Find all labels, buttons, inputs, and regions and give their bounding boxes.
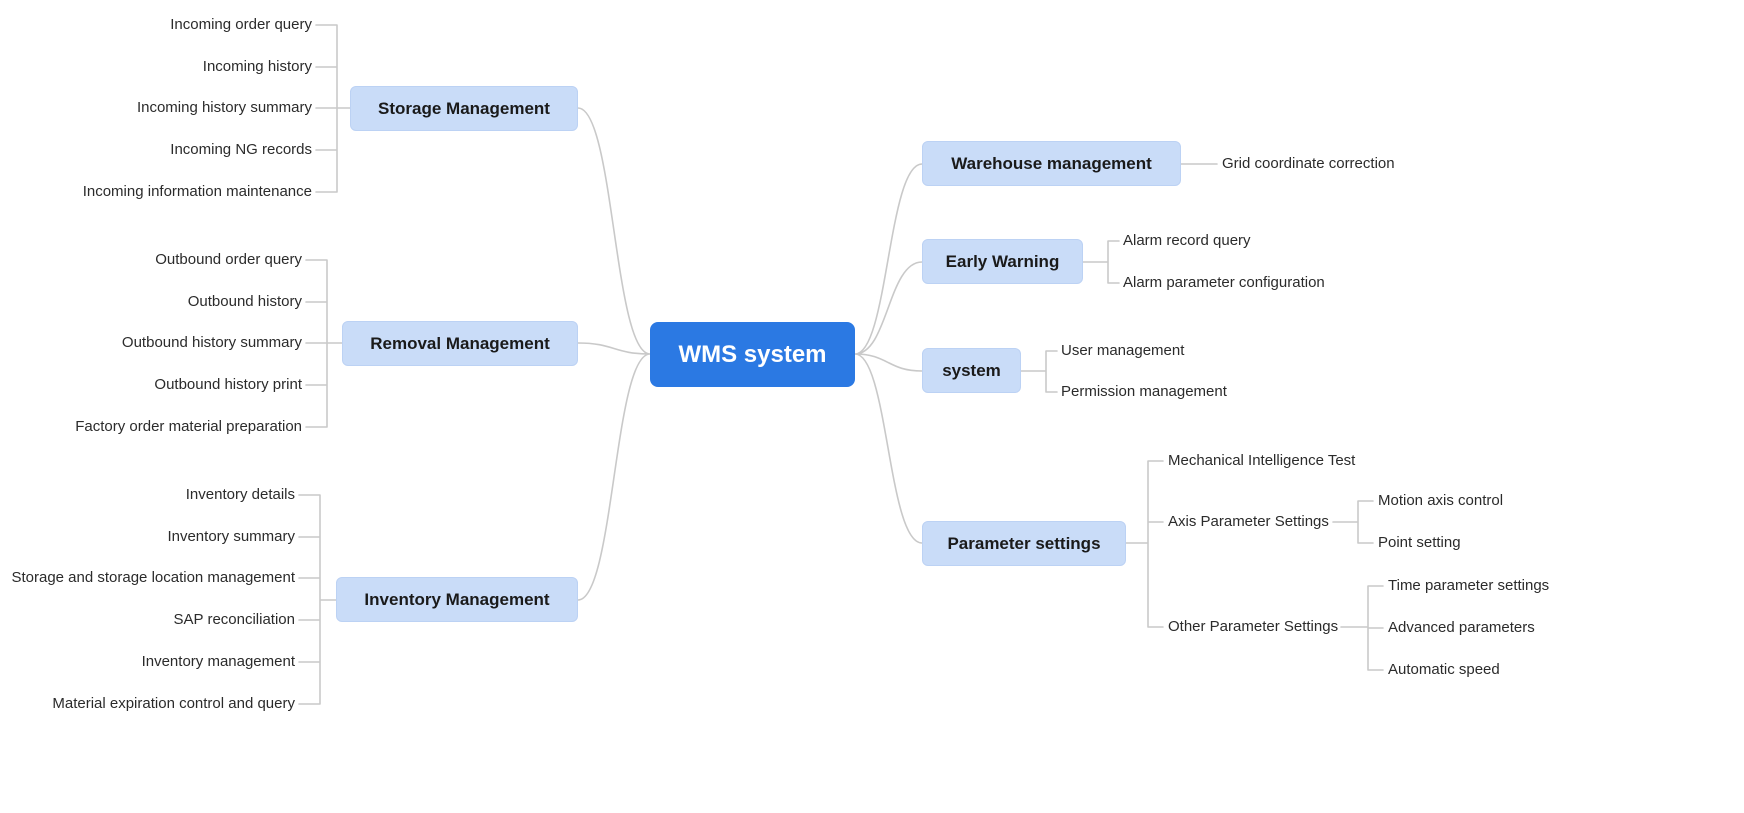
branch-early-warning[interactable]: Early Warning	[922, 239, 1083, 284]
topic-incoming-history-summary[interactable]: Incoming history summary	[136, 99, 312, 116]
storage-group-bracket	[315, 24, 351, 193]
topic-material-expiration-control[interactable]: Material expiration control and query	[52, 695, 295, 712]
topic-incoming-ng-records[interactable]: Incoming NG records	[170, 141, 312, 158]
branch-inventory-management[interactable]: Inventory Management	[336, 577, 578, 622]
connector-root-to-right-branches	[854, 163, 923, 544]
topic-other-parameter-settings[interactable]: Other Parameter Settings	[1168, 618, 1339, 635]
early-warning-bracket	[1082, 240, 1120, 284]
topic-outbound-order-query[interactable]: Outbound order query	[155, 251, 302, 268]
topic-incoming-order-query[interactable]: Incoming order query	[170, 16, 312, 33]
topic-advanced-parameters[interactable]: Advanced parameters	[1388, 619, 1535, 636]
branch-system[interactable]: system	[922, 348, 1021, 393]
topic-user-management[interactable]: User management	[1061, 342, 1185, 359]
topic-outbound-history[interactable]: Outbound history	[187, 293, 302, 310]
parameter-settings-bracket	[1125, 460, 1164, 628]
system-bracket	[1020, 350, 1058, 393]
branch-parameter-settings[interactable]: Parameter settings	[922, 521, 1126, 566]
topic-factory-order-material-prep[interactable]: Factory order material preparation	[75, 418, 302, 435]
branch-removal-management[interactable]: Removal Management	[342, 321, 578, 366]
topic-incoming-info-maintenance[interactable]: Incoming information maintenance	[82, 183, 312, 200]
topic-incoming-history[interactable]: Incoming history	[202, 58, 312, 75]
topic-point-setting[interactable]: Point setting	[1378, 534, 1461, 551]
topic-axis-parameter-settings[interactable]: Axis Parameter Settings	[1168, 513, 1329, 530]
topic-alarm-record-query[interactable]: Alarm record query	[1123, 232, 1251, 249]
topic-sap-reconciliation[interactable]: SAP reconciliation	[173, 611, 295, 628]
topic-time-parameter-settings[interactable]: Time parameter settings	[1388, 577, 1550, 594]
topic-permission-management[interactable]: Permission management	[1061, 383, 1227, 400]
axis-parameter-bracket	[1332, 500, 1374, 544]
topic-outbound-history-summary[interactable]: Outbound history summary	[121, 334, 302, 351]
topic-inventory-management[interactable]: Inventory management	[141, 653, 295, 670]
removal-group-bracket	[305, 259, 343, 428]
topic-alarm-parameter-configuration[interactable]: Alarm parameter configuration	[1123, 274, 1325, 291]
topic-automatic-speed[interactable]: Automatic speed	[1388, 661, 1500, 678]
topic-inventory-summary[interactable]: Inventory summary	[167, 528, 295, 545]
other-parameter-bracket	[1340, 585, 1384, 671]
branch-warehouse-management[interactable]: Warehouse management	[922, 141, 1181, 186]
topic-mechanical-intelligence-test[interactable]: Mechanical Intelligence Test	[1168, 452, 1356, 469]
root-topic[interactable]: WMS system	[650, 322, 855, 387]
topic-outbound-history-print[interactable]: Outbound history print	[154, 376, 302, 393]
topic-motion-axis-control[interactable]: Motion axis control	[1378, 492, 1504, 509]
topic-storage-location-management[interactable]: Storage and storage location management	[11, 569, 295, 586]
inventory-group-bracket	[298, 494, 337, 705]
topic-inventory-details[interactable]: Inventory details	[185, 486, 295, 503]
branch-storage-management[interactable]: Storage Management	[350, 86, 578, 131]
topic-grid-coordinate-correction[interactable]: Grid coordinate correction	[1222, 155, 1395, 172]
connector-root-to-left-branches	[577, 107, 651, 601]
